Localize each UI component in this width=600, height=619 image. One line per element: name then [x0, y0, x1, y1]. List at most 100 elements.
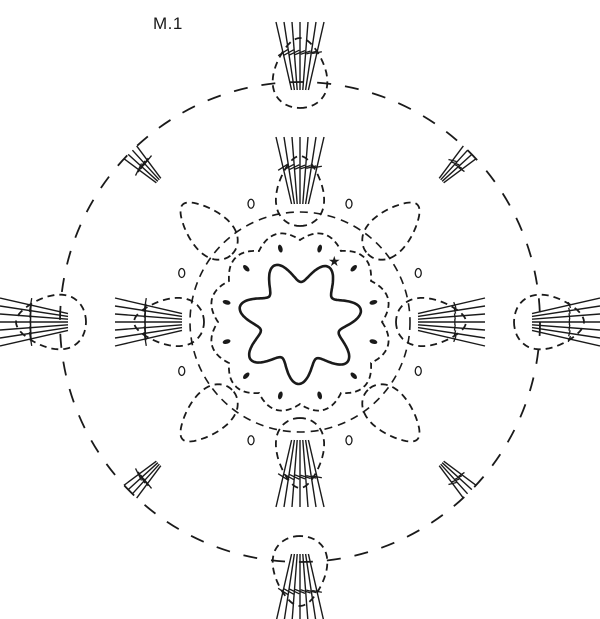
fan-outer-1-stitch-2: [531, 313, 600, 320]
fan-diag-1-tick-1: [454, 475, 463, 480]
fan-outer-2-stitch-1: [304, 553, 317, 619]
fan-inner-0-tick-5: [306, 165, 317, 170]
fan-inner-2-stitch-2: [302, 439, 309, 508]
fan-outer-3-tick-6: [28, 298, 33, 312]
fan-diag-0-tick-1: [451, 161, 460, 166]
fan-inner-0-tick-4: [300, 164, 311, 170]
fan-outer-0-tick-0: [277, 48, 289, 57]
fan-outer-2-tick-6: [277, 587, 289, 596]
fan-inner-3-stitch-4: [114, 313, 183, 320]
stitch-marker-6: [222, 299, 231, 305]
fan-outer-0-tick-6: [311, 51, 322, 55]
fan-inner-3-stitch-0: [114, 329, 183, 347]
fan-outer-0-tick-2: [289, 49, 300, 56]
fan-inner-0-stitch-5: [304, 136, 317, 205]
chain-marker-7: [414, 267, 422, 279]
fan-diag-2-stitch-2: [127, 462, 159, 491]
fan-diag-1-tick-2: [451, 478, 460, 483]
fan-outer-0-tick-3: [294, 49, 306, 56]
stitch-marker-7: [243, 265, 250, 272]
fan-diag-0-tick-2: [454, 164, 463, 169]
fan-inner-0-stitch-4: [302, 136, 309, 205]
fan-inner-0-tick-2: [289, 164, 300, 171]
magic-ring-outline: [238, 263, 363, 386]
fan-inner-2-stitch-0: [307, 439, 325, 508]
fan-inner-3-tick-6: [143, 298, 147, 312]
stitch-marker-3: [277, 391, 283, 400]
stitch-marker-10: [350, 265, 357, 272]
fan-inner-0-stitch-0: [275, 136, 293, 205]
start-star: ★: [328, 254, 341, 270]
chain-marker-6: [345, 198, 353, 209]
stitch-marker-4: [243, 372, 250, 379]
stitch-marker-11: [369, 299, 378, 305]
fan-inner-1-stitch-4: [417, 324, 486, 331]
fan-outer-3-stitch-0: [0, 329, 69, 347]
fan-diag-0-stitch-0: [438, 145, 464, 179]
fan-inner-2-tick-5: [283, 473, 294, 481]
fan-diag-0-tick-0: [448, 158, 457, 163]
stitch-marker-8: [277, 244, 283, 253]
stitch-markers: ★: [178, 198, 422, 446]
fan-outer-3-stitch-6: [0, 297, 69, 315]
fan-outer-1-tick-5: [568, 330, 571, 337]
fan-inner-2-tick-6: [277, 473, 289, 481]
fan-inner-2-tick-2: [300, 474, 311, 480]
fan-inner-3-stitch-6: [114, 297, 183, 315]
fan-outer-0-tick-1: [283, 49, 294, 56]
fan-outer-1-stitch-6: [531, 329, 600, 347]
fan-diag-1-stitch-2: [440, 463, 469, 495]
fan-outer-2-stitch-2: [302, 553, 309, 619]
stitch-marker-0: [369, 339, 378, 345]
chain-marker-1: [345, 435, 353, 446]
fan-inner-0-tick-6: [311, 165, 322, 169]
chain-marker-2: [247, 435, 255, 446]
fan-diag-0-stitch-3: [443, 158, 477, 184]
chain-loops: [15, 37, 585, 607]
fan-inner-2-tick-3: [294, 474, 306, 480]
fan-diag-1-stitch-3: [438, 465, 464, 499]
fan-inner-2-tick-4: [289, 473, 300, 480]
fan-outer-2-stitch-5: [283, 553, 296, 619]
fan-outer-0-stitch-4: [302, 21, 309, 91]
fan-outer-1-stitch-0: [531, 297, 600, 315]
fan-diag-0-tick-3: [458, 166, 465, 173]
fan-outer-2-tick-4: [289, 588, 300, 595]
fan-inner-3-stitch-1: [114, 326, 183, 339]
fan-inner-1-stitch-0: [417, 297, 486, 315]
fan-diag-0-stitch-1: [440, 149, 469, 181]
chain-marker-3: [178, 365, 186, 377]
fan-diag-3-tick-3: [143, 155, 153, 166]
stitch-fans: [0, 21, 600, 619]
fan-diag-2-stitch-1: [131, 463, 160, 495]
fan-outer-1-tick-1: [568, 307, 571, 314]
fan-outer-2-tick-2: [300, 589, 311, 594]
fan-inner-2-stitch-6: [275, 439, 293, 508]
fan-outer-1-stitch-5: [531, 326, 600, 339]
fan-outer-1-tick-4: [568, 324, 571, 331]
fan-diag-1-tick-3: [448, 481, 457, 486]
fan-outer-2-stitch-6: [275, 553, 293, 619]
fan-outer-2-tick-5: [283, 588, 294, 595]
fan-diag-1-stitch-0: [443, 460, 477, 486]
fan-diag-3-stitch-3: [136, 145, 162, 179]
fan-inner-1-tick-2: [453, 313, 456, 320]
fan-outer-0-tick-5: [306, 50, 317, 55]
fan-diag-2-stitch-0: [136, 465, 162, 499]
fan-outer-1-tick-0: [567, 301, 572, 309]
fan-inner-3-stitch-2: [114, 324, 183, 331]
fan-inner-0-tick-0: [277, 163, 289, 171]
stitch-marker-2: [317, 391, 323, 400]
fan-diag-1-tick-0: [458, 471, 465, 478]
fan-outer-0-stitch-6: [307, 21, 325, 91]
petal-diag-2: [179, 383, 239, 443]
fan-inner-2-tick-1: [306, 474, 317, 479]
fan-inner-1-tick-5: [453, 330, 457, 337]
fan-inner-1-tick-4: [453, 324, 456, 331]
diagram-title: M.1: [153, 14, 183, 33]
fan-outer-0-stitch-5: [304, 21, 317, 91]
fan-inner-3-stitch-5: [114, 305, 183, 318]
fan-outer-3-stitch-5: [0, 305, 69, 318]
fan-outer-3-tick-5: [29, 303, 33, 318]
fan-inner-0-tick-1: [283, 163, 294, 171]
